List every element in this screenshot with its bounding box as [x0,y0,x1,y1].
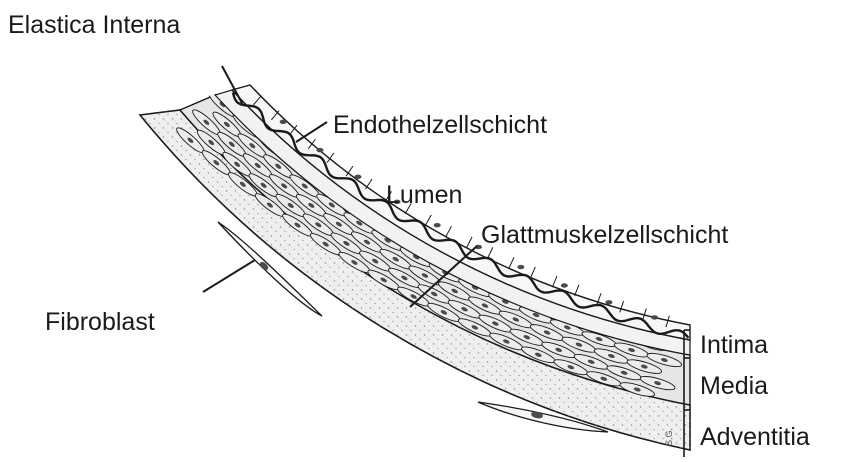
endothelial-nucleus [354,175,361,179]
endothelial-cell-border [552,276,557,287]
artist-signature: S.G. [664,428,674,446]
label-adventitia: Adventitia [700,425,810,450]
endothelial-cell-border [425,215,431,225]
endothelial-nucleus [605,300,612,304]
label-fibroblast: Fibroblast [45,310,155,335]
endothelial-cell-border [575,285,579,296]
leader-endothel [296,122,327,142]
label-glattmuskelzellschicht: Glattmuskelzellschicht [481,223,728,248]
label-intima: Intima [700,333,768,358]
endothelial-nucleus [517,265,524,269]
endothelial-cell-border [467,237,472,248]
endothelial-nucleus [434,223,441,227]
label-endothelzellschicht: Endothelzellschicht [333,113,547,138]
endothelial-cell-border [509,257,514,268]
endothelial-nucleus [651,315,658,319]
endothelial-nucleus [280,120,287,124]
leader-fibroblast [203,260,255,292]
label-elastica-interna: Elastica Interna [8,13,180,38]
endothelial-cell-border [446,226,452,237]
label-media: Media [700,374,768,399]
endothelial-nucleus [316,148,323,152]
endothelial-nucleus [561,283,568,287]
label-lumen: Lumen [386,183,462,208]
endothelial-cell-border [531,267,536,278]
